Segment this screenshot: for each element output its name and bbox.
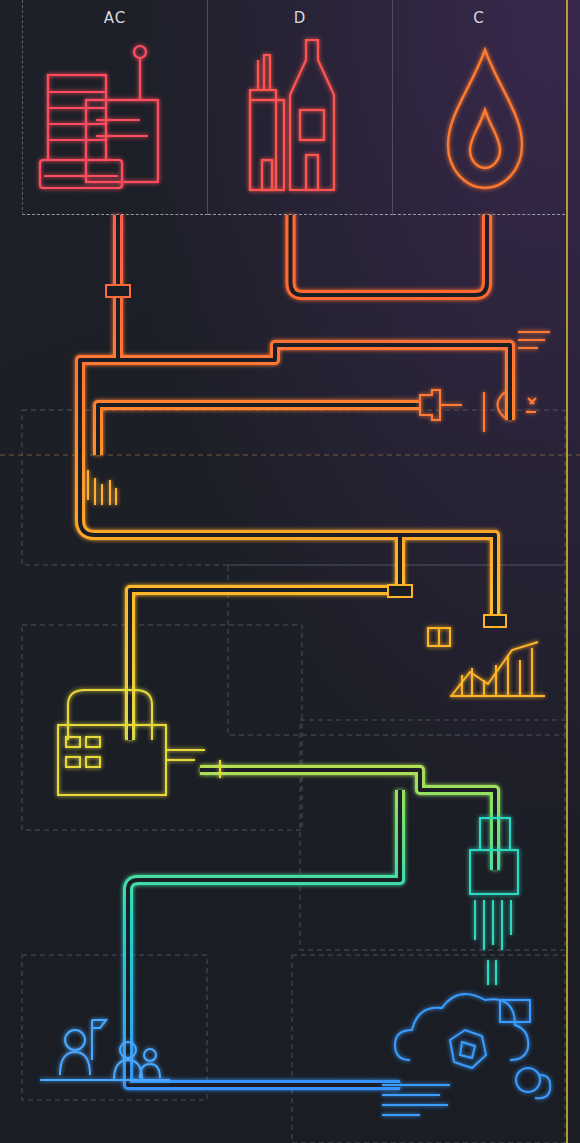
panel-label: D	[208, 9, 392, 27]
panel-label: AC	[23, 9, 207, 27]
panel-column: AC	[22, 0, 208, 215]
panel-column: C	[393, 0, 565, 215]
pipe-connector	[291, 215, 488, 295]
panel-column: D	[208, 0, 393, 215]
panel-label: C	[393, 9, 565, 27]
